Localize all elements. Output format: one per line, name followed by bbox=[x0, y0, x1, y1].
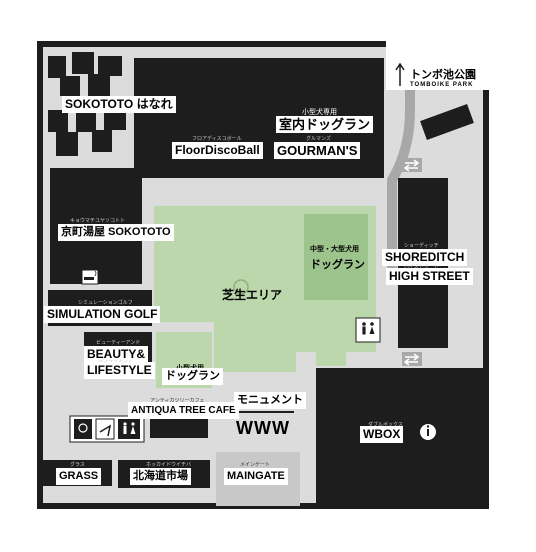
dog-run-large bbox=[304, 214, 368, 300]
road bbox=[387, 90, 415, 278]
www-label: WWW bbox=[236, 418, 290, 438]
sokototo-hanare-label: SOKOTOTO はなれ bbox=[62, 96, 176, 113]
monument-circle bbox=[233, 279, 249, 295]
park-name-ja: トンボ池公園 bbox=[410, 69, 476, 81]
info-icon bbox=[420, 424, 436, 440]
shoreditch-ruby2: ハイストリート bbox=[404, 264, 439, 270]
grass-strip bbox=[316, 316, 346, 366]
gourmans-label: GOURMAN'S bbox=[274, 142, 361, 159]
small-building-right bbox=[420, 104, 474, 140]
shoreditch-line1: SHOREDITCH bbox=[382, 249, 468, 266]
simgolf-ruby: シミュレーションゴルフ bbox=[78, 300, 133, 306]
accessible-toilet-icon bbox=[74, 418, 140, 440]
simgolf-label: SIMULATION GOLF bbox=[44, 306, 161, 323]
maingate-ruby: メインゲート bbox=[240, 462, 271, 468]
beauty-ruby: ビューティーアンド bbox=[96, 340, 141, 346]
dog-run-indoor-label: 室内ドッグラン bbox=[276, 116, 374, 133]
wbox-label: WBOX bbox=[360, 426, 404, 443]
grass-ruby: グラス bbox=[70, 462, 85, 468]
sokototo-hanare-buildings bbox=[48, 52, 126, 156]
antiqua-label: ANTIQUA TREE CAFE bbox=[128, 402, 239, 419]
www-area bbox=[216, 416, 300, 454]
shoreditch-line2: HIGH STREET bbox=[386, 268, 473, 285]
kyomachi-label: 京町湯屋 SOKOTOTO bbox=[58, 224, 174, 241]
maingate-label: MAINGATE bbox=[224, 468, 288, 485]
toilet-kiosk bbox=[355, 317, 381, 343]
north-arrow-icon bbox=[395, 62, 405, 86]
hokkaido-ruby: ホッカイドウイチバ bbox=[146, 462, 192, 468]
wbox-ruby: ダブルボックス bbox=[368, 422, 403, 428]
parking-entry-icon bbox=[402, 158, 422, 366]
smoking-icon bbox=[81, 269, 99, 285]
monument-label: モニュメント bbox=[234, 392, 306, 409]
lawn-label: 芝生エリア bbox=[222, 288, 283, 302]
beauty-line1: BEAUTY& bbox=[84, 346, 149, 363]
kyomachi-ruby: キョウマチユヤソコトト bbox=[70, 218, 126, 224]
toilet-icon bbox=[362, 322, 375, 335]
antiqua-ruby: アンティカツリーカフェ bbox=[150, 398, 205, 404]
dog-run-small-label: ドッグラン bbox=[162, 368, 223, 385]
dog-run-large-top: 中型・大型犬用 bbox=[310, 246, 359, 253]
park-name-en: TOMBOIKE PARK bbox=[410, 82, 474, 88]
park-corner bbox=[386, 40, 490, 90]
grass-label: GRASS bbox=[56, 468, 102, 485]
shoreditch-ruby: ショーディッチ bbox=[404, 243, 439, 249]
dog-run-indoor-top: 小型犬専用 bbox=[302, 109, 337, 116]
hokkaido-label: 北海道市場 bbox=[130, 468, 191, 485]
beauty-line2: LIFESTYLE bbox=[84, 362, 155, 379]
gourmans-ruby: グルマンズ bbox=[306, 136, 331, 142]
floor-disco-label: FloorDiscoBall bbox=[172, 142, 263, 159]
floor-disco-ruby: フロアディスコボール bbox=[192, 136, 242, 142]
dog-run-large-label: ドッグラン bbox=[310, 259, 365, 271]
